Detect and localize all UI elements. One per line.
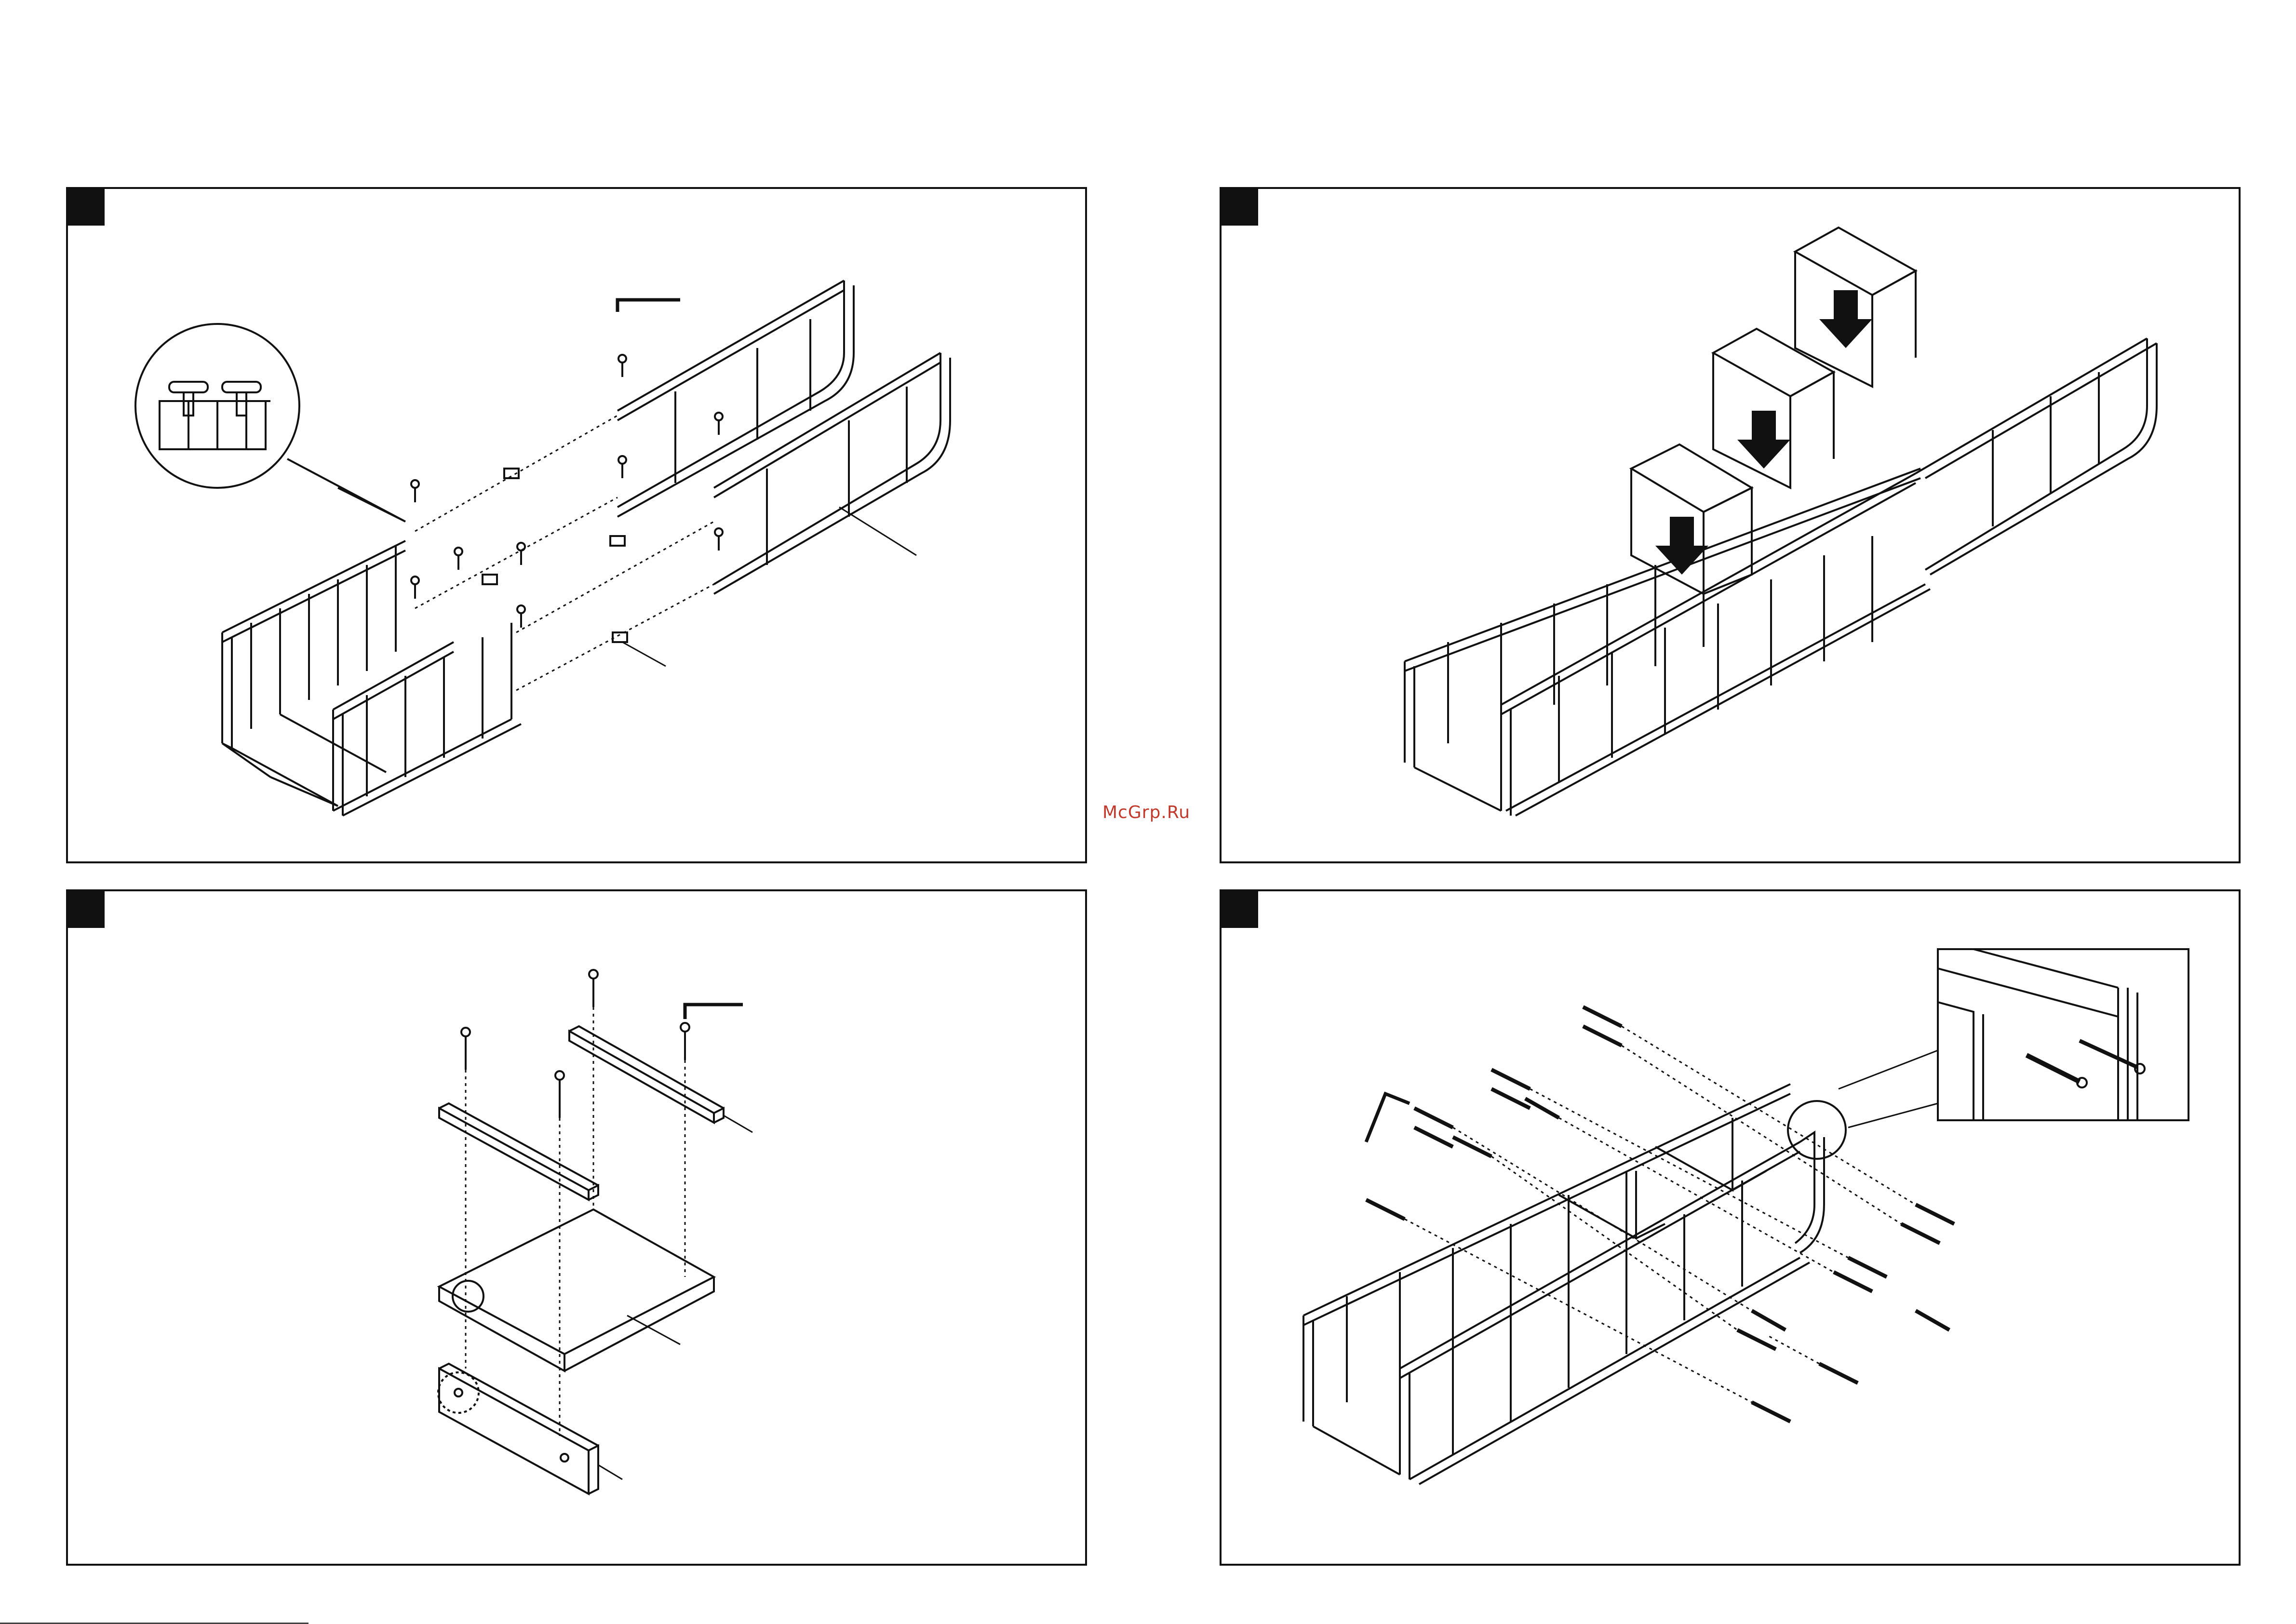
step-panel-2 bbox=[1220, 187, 2241, 863]
insert-shelf-boxes-illustration bbox=[1222, 189, 2242, 865]
allen-key-icon bbox=[685, 1005, 743, 1019]
left-side-frame bbox=[222, 541, 521, 816]
guide-lines bbox=[466, 1007, 685, 1436]
allen-key-icon bbox=[618, 300, 680, 312]
shelf-box-1 bbox=[1631, 444, 1752, 594]
screws-right bbox=[1737, 1205, 1954, 1422]
step-panel-3 bbox=[66, 889, 1087, 1566]
board-and-rails-illustration bbox=[68, 891, 1089, 1568]
detail-magnifier bbox=[1788, 1101, 1846, 1159]
allen-key-icon bbox=[1366, 1094, 1410, 1142]
watermark-text: McGrp.Ru bbox=[1102, 803, 1190, 822]
rail-2 bbox=[439, 1103, 598, 1200]
board bbox=[439, 1209, 714, 1371]
side-frames bbox=[1405, 338, 2157, 816]
right-side-frames bbox=[618, 281, 950, 594]
side-frame-assembly-illustration bbox=[68, 189, 1089, 865]
shelf-box-2 bbox=[1713, 329, 1834, 488]
assembled-frame bbox=[1303, 1084, 1824, 1484]
shelf-box-3 bbox=[1795, 228, 1916, 387]
detail-callout bbox=[1839, 949, 2189, 1127]
rail-1 bbox=[569, 1026, 752, 1132]
dowels bbox=[483, 469, 627, 642]
step-panel-1 bbox=[66, 187, 1087, 863]
guide-lines bbox=[415, 416, 714, 690]
final-screw-assembly-illustration bbox=[1222, 891, 2242, 1568]
detail-magnifier bbox=[135, 324, 405, 522]
step-panel-4 bbox=[1220, 889, 2241, 1566]
guide-lines bbox=[1405, 1026, 1916, 1402]
screws-left bbox=[1366, 1007, 1622, 1219]
end-block bbox=[438, 1364, 622, 1494]
